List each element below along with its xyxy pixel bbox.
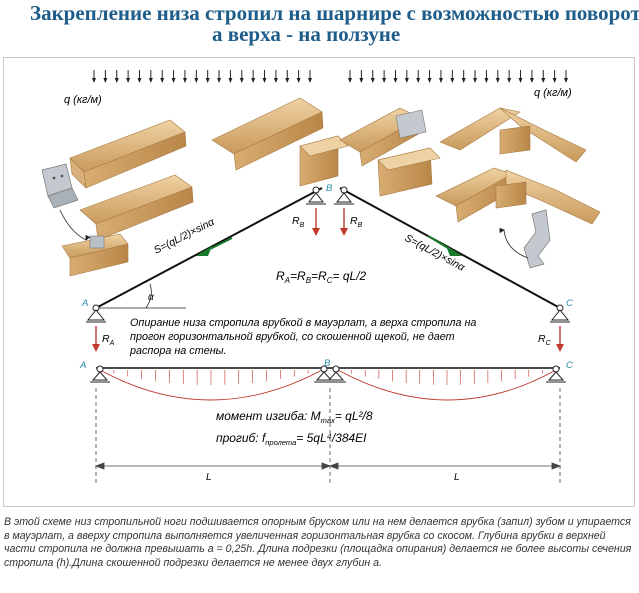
point-a-bottom: A bbox=[79, 360, 86, 371]
support-b-left bbox=[306, 186, 326, 205]
force-arrow-left bbox=[196, 237, 233, 256]
moment-formula: момент изгиба: Mmax= qL²/8 bbox=[216, 409, 373, 425]
support-b-bottom bbox=[314, 365, 346, 383]
point-c-top: C bbox=[566, 298, 573, 309]
load-arrows-left bbox=[92, 70, 312, 83]
reaction-arrow-rb-left bbox=[312, 208, 320, 236]
note-line-3: распора на стены. bbox=[129, 345, 227, 357]
dimension-lines bbox=[94, 388, 562, 484]
support-c-top bbox=[550, 304, 570, 323]
load-label-left: q (кг/м) bbox=[64, 94, 102, 106]
reaction-arrow-rb-right bbox=[340, 208, 348, 236]
point-b-bottom: B bbox=[324, 358, 331, 369]
load-arrows-right bbox=[348, 70, 568, 83]
assembly-arrow-left bbox=[59, 209, 91, 241]
rafter-illustration-left-top bbox=[69, 119, 187, 189]
reaction-ra-label: RA bbox=[102, 333, 115, 347]
diagram-frame bbox=[3, 57, 635, 507]
title-line-1: Закрепление низа стропил на шарнире с во… bbox=[30, 1, 639, 25]
force-arrow-right bbox=[427, 235, 462, 256]
span-label-left: L bbox=[206, 472, 212, 483]
note-line-1: Опирание низа стропила врубкой в мауэрла… bbox=[130, 317, 476, 329]
bracket-icon-left bbox=[41, 163, 79, 209]
support-a-bottom bbox=[90, 365, 110, 383]
moment-diagram-right bbox=[337, 369, 557, 401]
connector-plate-icon-right bbox=[523, 209, 551, 269]
span-label-right: L bbox=[454, 472, 460, 483]
ridge-illustration-center-right bbox=[339, 107, 441, 197]
reaction-equation: RA=RB=RC= qL/2 bbox=[276, 269, 367, 285]
point-c-bottom: C bbox=[566, 360, 573, 371]
reaction-arrow-ra bbox=[92, 326, 100, 352]
note-line-2: прогон горизонтальной врубкой, со скошен… bbox=[130, 331, 455, 343]
rafter-right-line bbox=[339, 187, 561, 309]
deflection-formula: прогиб: fпролета= 5qL⁴/384EI bbox=[216, 431, 367, 447]
ridge-illustration-right-bottom bbox=[435, 167, 601, 225]
point-b-top: B bbox=[326, 183, 333, 194]
load-label-right: q (кг/м) bbox=[534, 87, 572, 99]
title-line-2: а верха - на ползуне bbox=[212, 22, 401, 46]
point-a-top: A bbox=[81, 298, 88, 309]
moment-diagram-left bbox=[99, 369, 323, 401]
description-caption: В этой схеме низ стропильной ноги подшив… bbox=[4, 516, 632, 569]
angle-arc bbox=[145, 283, 152, 309]
support-c-bottom bbox=[546, 365, 566, 383]
reaction-rb-right-label: RB bbox=[350, 215, 363, 229]
reaction-arrow-rc bbox=[556, 326, 564, 352]
reaction-rb-left-label: RB bbox=[292, 215, 305, 229]
angle-label: α bbox=[148, 292, 154, 303]
reaction-rc-label: RC bbox=[538, 333, 552, 347]
ridge-illustration-right-top bbox=[439, 107, 587, 163]
ridge-illustration-center-left bbox=[211, 97, 349, 187]
support-a-top bbox=[86, 304, 106, 323]
assembly-arrow-right bbox=[499, 227, 529, 259]
rafter-illustration-left-bottom bbox=[61, 174, 194, 277]
support-b-right bbox=[334, 186, 354, 205]
